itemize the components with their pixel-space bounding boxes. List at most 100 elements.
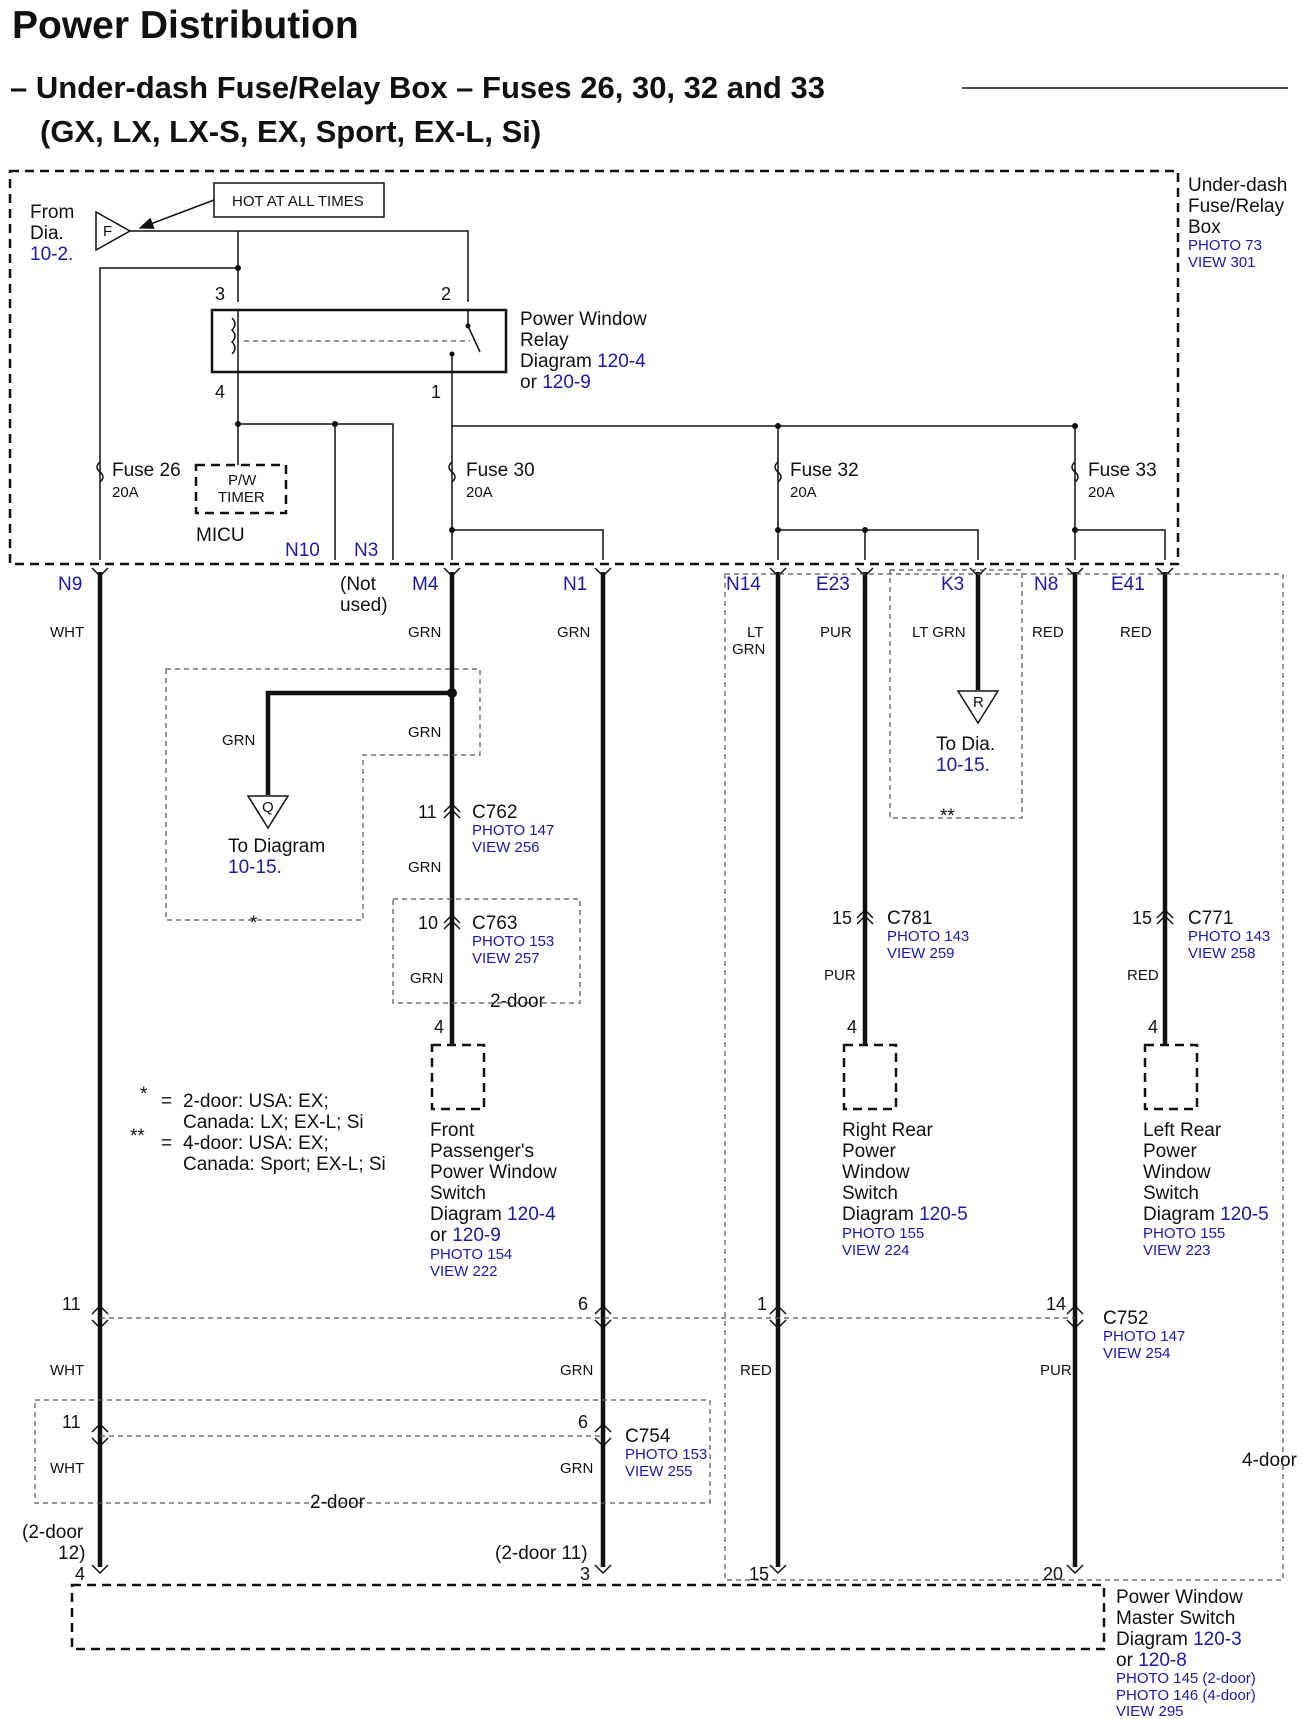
relay-pin4-bus <box>237 372 394 560</box>
svg-text:Diagram 120-4: Diagram 120-4 <box>520 351 646 372</box>
front-switch-or-prefix: or <box>430 1225 452 1246</box>
master-pin-20: 20 <box>1043 1564 1063 1584</box>
rr-switch-name-4: Switch <box>842 1183 898 1204</box>
rr-switch-pin: 4 <box>847 1017 857 1037</box>
c763-name: C763 <box>472 913 517 934</box>
fuse32-branch-junction <box>775 527 781 533</box>
c752-icons <box>91 1304 1084 1330</box>
c752-view: VIEW 254 <box>1103 1345 1171 1362</box>
r-triangle-icon <box>956 690 1000 725</box>
relay-diagram-prefix: Diagram <box>520 351 597 372</box>
c752-icon-n1 <box>594 1304 612 1330</box>
relay-name-1: Power Window <box>520 309 647 330</box>
fuse30-icon <box>448 461 456 483</box>
master-diagram-ref[interactable]: 120-3 <box>1193 1629 1242 1650</box>
wire-q-branch <box>265 690 452 795</box>
front-switch-or-ref[interactable]: 120-9 <box>452 1225 501 1246</box>
fuse33-junction <box>1072 423 1078 429</box>
lr-switch-pin: 4 <box>1148 1017 1158 1037</box>
pw-timer-2: TIMER <box>218 489 265 506</box>
q-ref[interactable]: 10-15. <box>228 857 282 878</box>
master-switch-label: Power Window Master Switch Diagram 120-3… <box>1116 1587 1256 1719</box>
c763-note: 2-door <box>490 991 546 1012</box>
c752-pin-14: 14 <box>1046 1294 1066 1314</box>
lr-switch-diagram-ref[interactable]: 120-5 <box>1220 1204 1269 1225</box>
fuse32-name: Fuse 32 <box>790 460 859 481</box>
page-subtitle-line2: (GX, LX, LX-S, EX, Sport, EX-L, Si) <box>40 114 541 149</box>
fuse33-branch <box>1075 529 1166 560</box>
c763-view: VIEW 257 <box>472 950 540 967</box>
fuse26-icon <box>96 461 104 483</box>
c771-photo: PHOTO 143 <box>1188 928 1270 945</box>
c752-icon-n14 <box>769 1304 787 1330</box>
master-pin-4: 4 <box>75 1564 85 1584</box>
color-w14: PUR <box>1040 1362 1072 1379</box>
master-photo2: PHOTO 146 (4-door) <box>1116 1687 1256 1704</box>
pw-timer-box <box>194 463 288 515</box>
c754-pin-11: 11 <box>62 1412 81 1432</box>
front-switch-box <box>430 1043 486 1111</box>
rr-switch-label: Right Rear Power Window Switch Diagram 1… <box>842 1120 968 1259</box>
svg-text:Diagram 120-3: Diagram 120-3 <box>1116 1629 1242 1650</box>
color-n14-b: GRN <box>732 641 765 658</box>
terminal-n3: N3 <box>354 540 378 561</box>
fuse-box-name-2: Fuse/Relay <box>1188 196 1285 217</box>
lr-switch-label: Left Rear Power Window Switch Diagram 12… <box>1143 1120 1269 1259</box>
color-q-branch: GRN <box>222 732 255 749</box>
c763-icon <box>443 913 461 930</box>
fuse-box-label: Under-dash Fuse/Relay Box PHOTO 73 VIEW … <box>1188 175 1287 271</box>
from-ref[interactable]: 10-2. <box>30 244 73 265</box>
master-name-1: Power Window <box>1116 1587 1243 1608</box>
relay-or-ref[interactable]: 120-9 <box>542 372 591 393</box>
c752-name: C752 <box>1103 1308 1148 1329</box>
c781-view: VIEW 259 <box>887 945 955 962</box>
terminal-n8: N8 <box>1034 574 1058 595</box>
front-switch-name-3: Power Window <box>430 1162 557 1183</box>
r-letter: R <box>973 694 984 711</box>
rr-switch-diagram-ref[interactable]: 120-5 <box>919 1204 968 1225</box>
fuse33-rating: 20A <box>1088 484 1115 501</box>
r-ref[interactable]: 10-15. <box>936 755 990 776</box>
c771-name: C771 <box>1188 908 1233 929</box>
legend-line1a: 2-door: USA: EX; <box>183 1091 329 1112</box>
color-m4: GRN <box>408 624 441 641</box>
c752-pin-6: 6 <box>578 1294 588 1314</box>
master-or-ref[interactable]: 120-8 <box>1138 1650 1187 1671</box>
c781-icon <box>856 908 874 925</box>
color-n14-a: LT <box>747 624 763 641</box>
svg-text:or 120-9: or 120-9 <box>430 1225 501 1246</box>
c752-photo: PHOTO 147 <box>1103 1328 1185 1345</box>
not-used-1: (Not <box>340 574 377 595</box>
c762-name: C762 <box>472 802 517 823</box>
page-subtitle-line1: – Under-dash Fuse/Relay Box – Fuses 26, … <box>10 70 825 105</box>
rr-switch-name-1: Right Rear <box>842 1120 933 1141</box>
feed-line <box>130 230 469 302</box>
c752-pin-11: 11 <box>62 1294 81 1314</box>
q-triangle-icon <box>246 795 290 830</box>
fuse32-junction <box>775 423 781 429</box>
lr-switch-name-1: Left Rear <box>1143 1120 1222 1141</box>
fuse-box-outline <box>8 169 1180 566</box>
color-e23-b: PUR <box>824 967 856 984</box>
c763-pin: 10 <box>418 913 438 933</box>
front-switch-pin: 4 <box>434 1017 444 1037</box>
c754-icons <box>91 1422 612 1448</box>
from-label-1: From <box>30 202 74 223</box>
legend-eq2: = <box>161 1133 172 1154</box>
c781-photo: PHOTO 143 <box>887 928 969 945</box>
c754-pin-6: 6 <box>578 1412 588 1432</box>
c762-pin: 11 <box>418 802 437 822</box>
relay-diagram-ref[interactable]: 120-4 <box>597 351 646 372</box>
master-name-2: Master Switch <box>1116 1608 1235 1629</box>
lr-switch-view: VIEW 223 <box>1143 1242 1211 1259</box>
rr-switch-name-3: Window <box>842 1162 910 1183</box>
c781-pin: 15 <box>832 908 852 928</box>
master-chevrons <box>91 1564 1084 1575</box>
fuse-box-name-3: Box <box>1188 217 1221 238</box>
c752-icon-n8 <box>1066 1304 1084 1330</box>
front-switch-diagram-ref[interactable]: 120-4 <box>507 1204 556 1225</box>
c752-pin-1: 1 <box>757 1294 767 1314</box>
n10-junction <box>332 421 338 427</box>
color-e23: PUR <box>820 624 852 641</box>
